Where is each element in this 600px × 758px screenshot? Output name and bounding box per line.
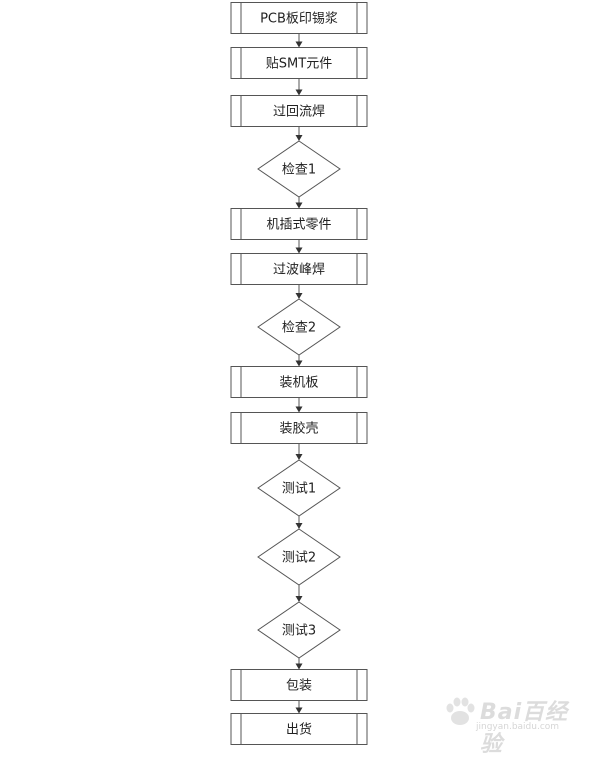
- process-node: 装机板: [230, 366, 368, 398]
- flow-arrow: [295, 355, 303, 367]
- process-node: 过回流焊: [230, 95, 368, 127]
- process-node: PCB板印锡浆: [230, 2, 368, 34]
- node-label: 检查1: [282, 163, 316, 178]
- flow-arrow: [295, 658, 303, 670]
- node-label: PCB板印锡浆: [260, 12, 338, 27]
- node-label: 包装: [286, 679, 312, 694]
- decision-node: 测试2: [257, 528, 341, 586]
- watermark-url: jingyan.baidu.com: [476, 722, 560, 732]
- process-node: 贴SMT元件: [230, 47, 368, 79]
- flow-arrow: [295, 397, 303, 413]
- node-label: 过波峰焊: [273, 262, 325, 278]
- flow-arrow: [295, 239, 303, 254]
- flow-arrow: [295, 33, 303, 48]
- decision-node: 测试3: [257, 601, 341, 659]
- node-label: 过回流焊: [273, 104, 325, 120]
- paw-icon: [446, 697, 475, 725]
- decision-node: 检查2: [257, 298, 341, 356]
- flow-arrow: [295, 443, 303, 460]
- node-label: 贴SMT元件: [266, 57, 332, 72]
- flow-arrow: [295, 700, 303, 714]
- decision-node: 测试1: [257, 459, 341, 517]
- node-label: 机插式零件: [266, 218, 331, 233]
- process-node: 包装: [230, 669, 368, 701]
- node-label: 测试2: [282, 551, 316, 566]
- node-label: 测试1: [282, 482, 316, 497]
- decision-node: 检查1: [257, 140, 341, 198]
- node-label: 检查2: [282, 321, 316, 336]
- node-label: 出货: [286, 722, 312, 738]
- process-node: 机插式零件: [230, 208, 368, 240]
- node-label: 装机板: [279, 376, 318, 391]
- flow-arrow: [295, 126, 303, 141]
- flow-arrow: [295, 516, 303, 529]
- process-node: 出货: [230, 713, 368, 745]
- flow-arrow: [295, 78, 303, 96]
- node-label: 测试3: [282, 624, 316, 639]
- flow-arrow: [295, 585, 303, 602]
- watermark-logo: Bai百经验 jingyan.baidu.com: [442, 690, 582, 757]
- process-node: 过波峰焊: [230, 253, 368, 285]
- flow-arrow: [295, 284, 303, 299]
- node-label: 装胶壳: [279, 421, 318, 437]
- process-node: 装胶壳: [230, 412, 368, 444]
- flow-arrow: [295, 197, 303, 209]
